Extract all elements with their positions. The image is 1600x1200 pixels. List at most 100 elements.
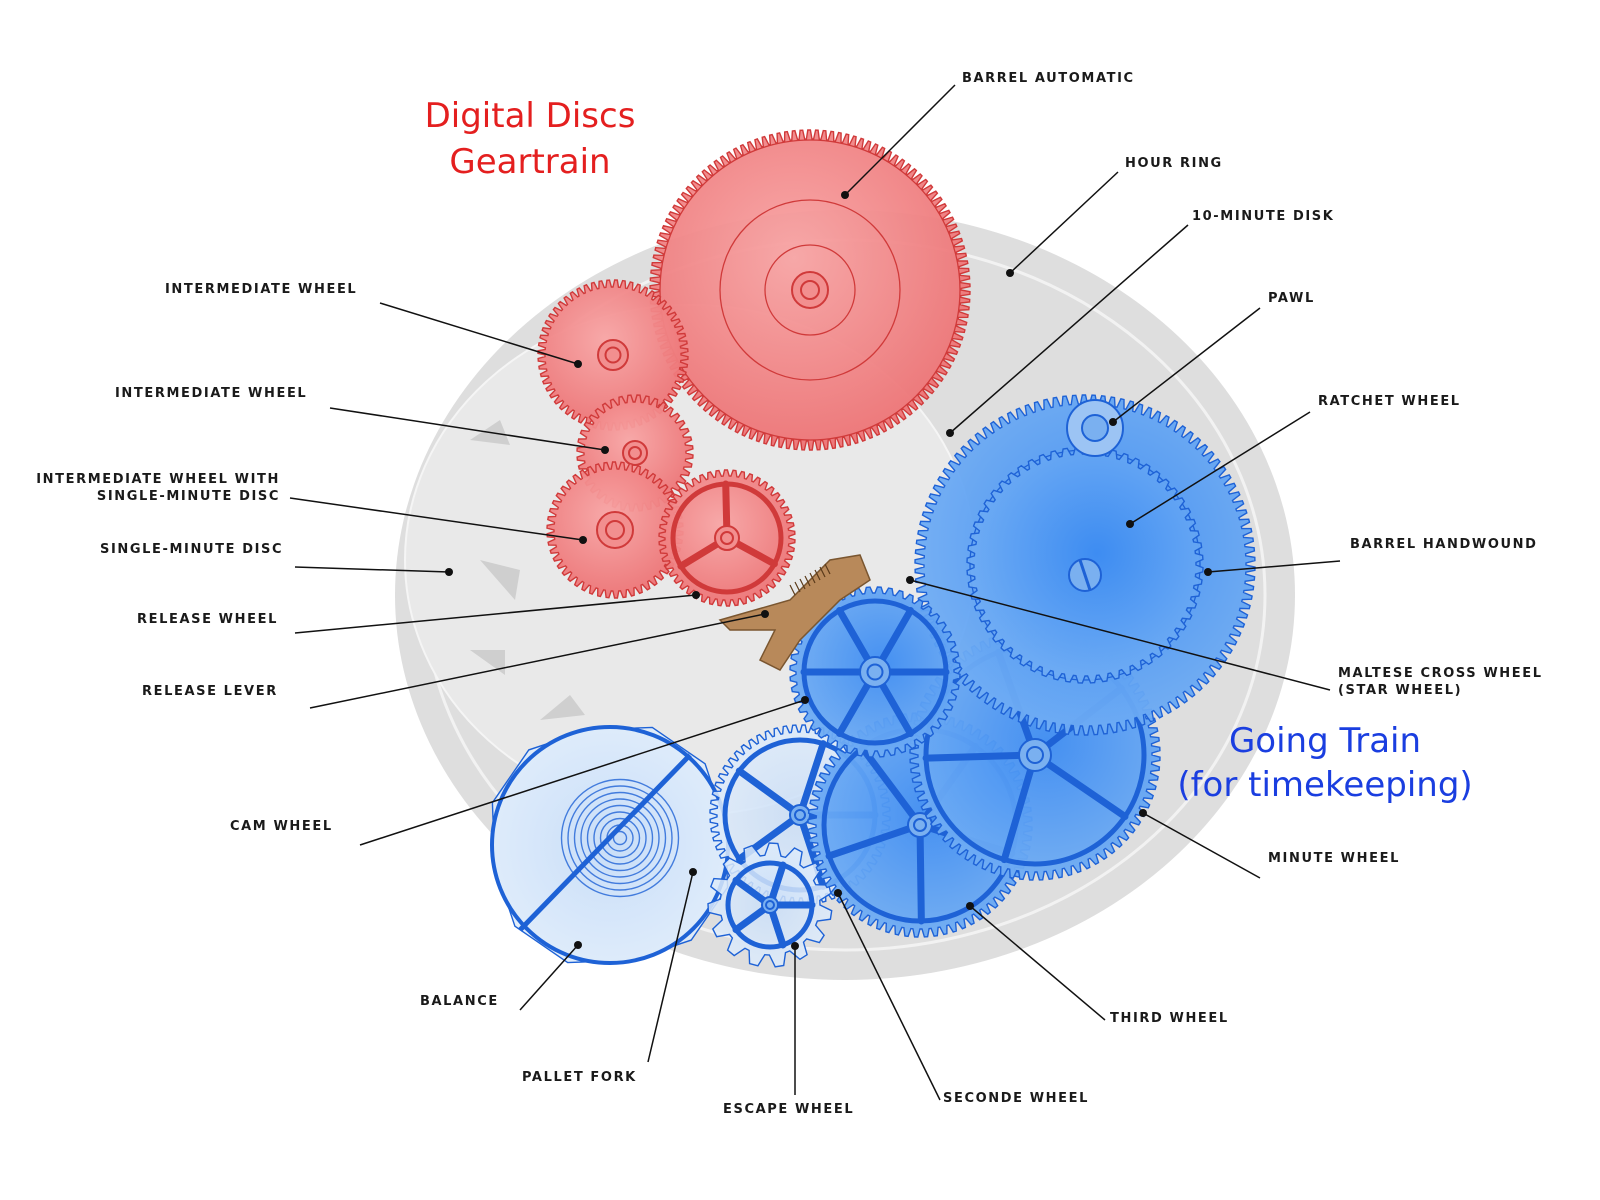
third-wheel-gear-spoke <box>916 821 925 925</box>
third-wheel-gear-hub-inner <box>913 818 927 832</box>
leader-seconde-wheel <box>837 892 941 1101</box>
leader-minute-wheel <box>1142 812 1261 879</box>
going-train-title-line1: Going Train <box>1228 721 1422 761</box>
leader-ten-minute-disk <box>949 224 1189 434</box>
leader-dot-escape-wheel <box>791 942 799 950</box>
label-maltese-line2: (STAR WHEEL) <box>1338 683 1463 698</box>
leader-dot-seconde-wheel <box>834 889 842 897</box>
hairspring-coil <box>593 811 647 865</box>
seconde-wheel-gear-spoke <box>735 767 804 819</box>
leader-barrel-handwound <box>1207 560 1341 573</box>
leader-dot-ratchet-wheel <box>1126 520 1134 528</box>
lever-spring-coil <box>804 575 811 587</box>
lever-spring-coil <box>789 584 796 596</box>
leader-dot-balance <box>574 941 582 949</box>
barrel-automatic-gear <box>649 129 971 451</box>
lever-spring-coil <box>799 578 806 590</box>
leader-third-wheel <box>969 905 1106 1021</box>
leader-barrel-automatic <box>844 84 956 196</box>
digital-discs-title-line1: Digital Discs <box>424 96 636 136</box>
hairspring-coil <box>580 798 660 878</box>
lever-spring-coil <box>809 572 816 584</box>
label-barrel-automatic: BARREL AUTOMATIC <box>962 71 1135 86</box>
leader-dot-minute-wheel <box>1139 809 1147 817</box>
cam-wheel-gear-hub <box>859 656 891 688</box>
cam-wheel-gear <box>789 586 961 758</box>
leader-single-minute-disc <box>294 566 450 573</box>
leader-dot-single-minute-disc <box>445 568 453 576</box>
leader-release-wheel <box>294 594 697 634</box>
intermediate-wheel-1-gear <box>537 279 689 431</box>
barrel-automatic-gear-ring <box>659 139 961 441</box>
lever-spring-coil <box>814 569 821 581</box>
leader-dot-hour-ring <box>1006 269 1014 277</box>
leader-dot-ten-minute-disk <box>946 429 954 437</box>
label-pawl: PAWL <box>1268 291 1315 306</box>
barrel-screw-slot <box>1078 559 1092 591</box>
leader-ratchet-wheel <box>1129 411 1311 525</box>
label-single-minute-disc: SINGLE-MINUTE DISC <box>100 542 284 557</box>
seconde-wheel-gear-hub-inner <box>794 809 806 821</box>
leader-dot-release-wheel <box>692 591 700 599</box>
label-escape-wheel: ESCAPE WHEEL <box>723 1102 855 1117</box>
seconde-wheel-gear-spoke <box>796 740 827 819</box>
leader-balance <box>519 944 579 1011</box>
label-intermediate-wheel-1: INTERMEDIATE WHEEL <box>165 282 358 297</box>
label-release-lever: RELEASE LEVER <box>142 684 278 699</box>
balance-arm <box>518 753 692 932</box>
lever-spring-coil <box>819 566 826 578</box>
minute-wheel-gear-spoke <box>1000 751 1039 864</box>
leader-dot-pallet-fork <box>689 868 697 876</box>
leader-dot-barrel-handwound <box>1204 568 1212 576</box>
leader-dot-intermediate-single-minute <box>579 536 587 544</box>
going-train-title-line2: (for timekeeping) <box>1177 765 1473 805</box>
hairspring-coil <box>573 791 667 885</box>
seconde-wheel-gear-hub <box>789 804 811 826</box>
release-wheel-gear-hub-inner <box>720 531 734 545</box>
label-balance: BALANCE <box>420 994 499 1009</box>
hairspring-coil <box>599 817 641 859</box>
balance-rim <box>490 725 730 965</box>
leader-dot-third-wheel <box>966 902 974 910</box>
hairspring-coil <box>567 785 673 891</box>
label-ten-minute-disk: 10-MINUTE DISK <box>1192 209 1335 224</box>
label-seconde-wheel: SECONDE WHEEL <box>943 1091 1089 1106</box>
intermediate-wheel-2-gear-hub <box>622 440 648 466</box>
label-minute-wheel: MINUTE WHEEL <box>1268 851 1400 866</box>
release-lever-shape <box>718 554 871 671</box>
barrel-automatic-gear-ring <box>719 199 901 381</box>
label-cam-wheel: CAM WHEEL <box>230 819 333 834</box>
intermediate-wheel-2-gear-hub-inner <box>628 446 642 460</box>
label-pallet-fork: PALLET FORK <box>522 1070 637 1085</box>
minute-wheel-gear-spoke <box>922 751 1039 762</box>
leader-intermediate-single-minute <box>289 497 584 541</box>
label-intermediate-single-line2: SINGLE-MINUTE DISC <box>96 489 280 504</box>
label-maltese-line1: MALTESE CROSS WHEEL <box>1338 666 1543 681</box>
leader-pawl <box>1112 307 1261 423</box>
cam-wheel-gear-hub-inner <box>866 663 884 681</box>
label-barrel-handwound: BARREL HANDWOUND <box>1350 537 1538 552</box>
digital-discs-title-line2: Geartrain <box>449 142 611 182</box>
minute-wheel-gear-spoke <box>1031 751 1129 821</box>
lever-spring-coil <box>794 581 801 593</box>
leader-hour-ring <box>1009 171 1119 274</box>
hairspring-coil <box>612 830 628 846</box>
escape-wheel-gear-hub <box>761 896 779 914</box>
release-wheel-gear <box>658 469 796 607</box>
leader-intermediate-wheel-1 <box>379 302 579 365</box>
lever-spring-coil <box>824 563 831 575</box>
label-hour-ring: HOUR RING <box>1125 156 1223 171</box>
hairspring-coil <box>560 778 680 898</box>
intermediate-single-minute-gear-hub <box>596 511 634 549</box>
minute-wheel-gear-hub-inner <box>1026 746 1044 764</box>
third-wheel-gear-spoke <box>825 821 924 860</box>
leader-dot-maltese-cross-wheel <box>906 576 914 584</box>
intermediate-wheel-1-gear-hub <box>597 339 629 371</box>
barrel-automatic-gear-hub <box>791 271 829 309</box>
leader-dot-intermediate-wheel-2 <box>601 446 609 454</box>
label-release-wheel: RELEASE WHEEL <box>137 612 278 627</box>
leader-release-lever <box>309 613 766 709</box>
barrel-automatic-gear-hub-inner <box>800 280 820 300</box>
minute-wheel-gear-hub <box>1018 738 1052 772</box>
